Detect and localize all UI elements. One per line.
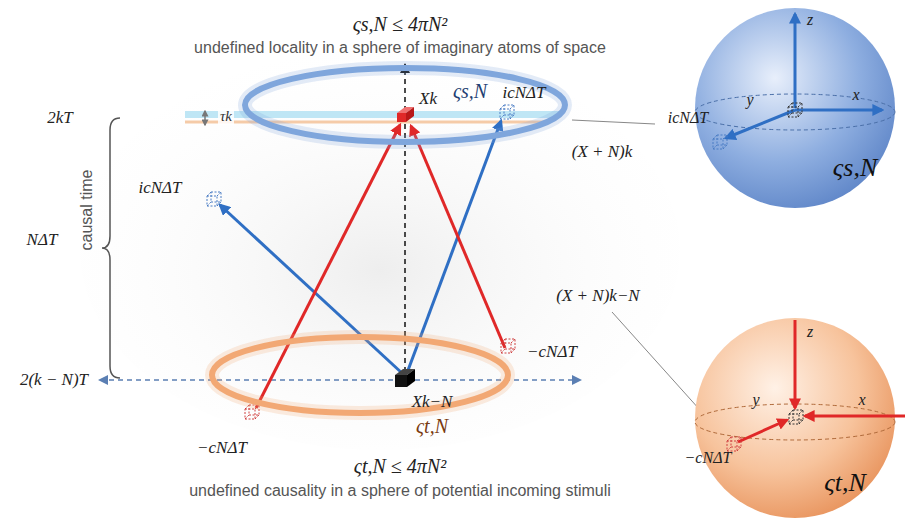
time-ring: ςt,N <box>207 334 513 442</box>
interval-label: NΔT <box>27 230 58 250</box>
sphere-fill <box>695 318 895 518</box>
distance-label: −cNΔT <box>685 449 732 467</box>
leader-line <box>572 120 655 124</box>
distance-label: icNΔT <box>668 109 709 127</box>
axis-title: causal time <box>78 170 96 251</box>
equator <box>695 404 895 440</box>
atom-cube <box>713 135 727 149</box>
z-axis <box>794 320 797 408</box>
point-label: Xk−N <box>412 392 453 412</box>
axis-label: x <box>852 86 859 104</box>
axis-label: y <box>752 391 759 409</box>
red-arrow <box>256 125 400 408</box>
point-label: (X + N)k−N <box>556 286 639 306</box>
time-band-line <box>185 121 545 124</box>
atom-cube <box>500 105 514 119</box>
distance-label: −cNΔT <box>197 438 247 458</box>
caption-note: undefined causality in a sphere of poten… <box>189 482 611 500</box>
xkn-cube <box>395 369 415 387</box>
y-axis <box>738 420 787 442</box>
space-ring: ςs,N <box>240 65 570 150</box>
ring-outline <box>245 68 565 142</box>
formula: ςt,N ≤ 4πN² <box>354 455 446 478</box>
atom-cube <box>501 339 515 353</box>
tau-arrow <box>204 111 206 125</box>
space-ring-shape <box>240 65 570 150</box>
leader-line <box>612 312 700 410</box>
xk-cube <box>397 107 414 122</box>
distance-label: icNΔT <box>502 83 545 103</box>
sphere-symbol: ςt,N <box>824 468 866 498</box>
time-mark: 2(k − N)T <box>20 370 88 390</box>
axis-label: z <box>807 11 813 29</box>
red-arrow <box>411 126 505 348</box>
atom-cube <box>207 192 221 206</box>
background-shade <box>80 50 680 450</box>
distance-label: −cNΔT <box>527 342 577 362</box>
time-mark: 2kT <box>47 108 73 128</box>
formula: ςs,N ≤ 4πN² <box>353 13 448 36</box>
ring-glow <box>212 337 508 413</box>
sphere-symbol: ςs,N <box>453 80 487 103</box>
atom-cube <box>788 103 802 117</box>
atom-cube <box>789 410 803 424</box>
tau-label: τk <box>218 108 234 125</box>
distance-label: icNΔT <box>138 178 181 198</box>
sphere-fill <box>695 8 895 208</box>
point-label: Xk <box>419 89 437 109</box>
time-ring-shape <box>207 334 513 442</box>
axis-label: x <box>858 391 865 409</box>
sphere-symbol: ςs,N <box>833 153 878 183</box>
axis-label: y <box>746 91 753 109</box>
brace <box>102 118 120 378</box>
x-axis <box>795 109 882 112</box>
caption-note: undefined locality in a sphere of imagin… <box>194 39 606 57</box>
sphere-symbol: ςt,N <box>416 415 448 438</box>
point-label: (X + N)k <box>572 142 633 162</box>
x-axis <box>805 415 905 418</box>
z-axis <box>794 14 797 108</box>
ring-outline <box>212 337 508 413</box>
y-axis <box>726 110 795 138</box>
ring-glow <box>245 68 565 142</box>
axis-label: z <box>807 323 813 341</box>
